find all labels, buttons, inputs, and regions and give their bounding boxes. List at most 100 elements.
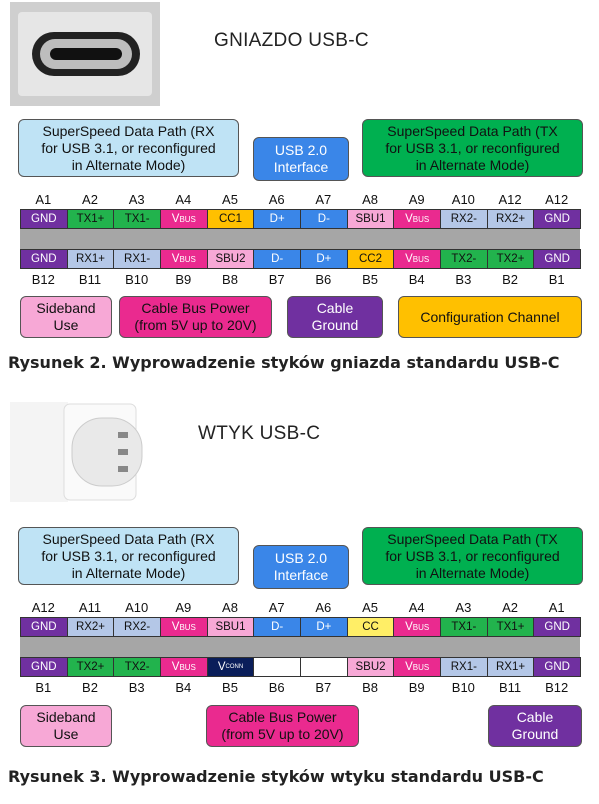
socket-bottom-signal-5: SBU2: [206, 249, 255, 269]
socket-center-bar: [20, 229, 580, 249]
plug-bottom-pin-b12: B12: [545, 680, 569, 695]
socket-top-pin-a3: A3: [128, 192, 145, 207]
plug-bottom-signal-3: TX2-: [113, 657, 161, 677]
plug-top-signal-1: GND: [20, 617, 68, 637]
socket-top-signal-5: CC1: [206, 209, 255, 229]
socket-bottom-signal-8: CC2: [346, 249, 395, 269]
plug-top-pin-a3: A3: [455, 600, 472, 615]
socket-tx-box: SuperSpeed Data Path (TX for USB 3.1, or…: [362, 119, 583, 177]
socket-top-signal-11: RX2+: [486, 209, 535, 229]
socket-top-signal-6: D+: [253, 209, 301, 229]
socket-bottom-signal-10: TX2-: [440, 249, 488, 269]
plug-caption: Rysunek 3. Wyprowadzenie styków wtyku st…: [8, 767, 544, 786]
socket-bottom-signal-1: GND: [20, 249, 68, 269]
plug-bottom-signal-6: [253, 657, 301, 677]
plug-bottom-pin-b11: B11: [498, 680, 522, 695]
plug-top-signal-12: GND: [533, 617, 582, 637]
plug-top-signal-11: TX1+: [486, 617, 535, 637]
plug-bottom-pin-b5: B5: [222, 680, 238, 695]
socket-top-pin-a6: A6: [268, 192, 285, 207]
socket-legend-config: Configuration Channel: [398, 296, 582, 338]
plug-rx-box: SuperSpeed Data Path (RX for USB 3.1, or…: [18, 527, 239, 585]
plug-bottom-pin-b3: B3: [128, 680, 145, 695]
socket-bottom-signal-2: RX1+: [66, 249, 115, 269]
plug-top-pin-a7: A7: [268, 600, 285, 615]
socket-top-pin-a4: A4: [175, 192, 192, 207]
socket-top-signal-2: TX1+: [66, 209, 115, 229]
socket-top-pin-a8: A8: [362, 192, 378, 207]
socket-top-pin-a10: A10: [451, 192, 475, 207]
plug-top-signal-7: D+: [300, 617, 348, 637]
socket-bottom-pin-b5: B5: [362, 272, 378, 287]
plug-bottom-signal-1: GND: [20, 657, 68, 677]
socket-top-pin-a7: A7: [315, 192, 332, 207]
plug-top-pin-a1: A1: [548, 600, 565, 615]
socket-top-pin-a1: A1: [35, 192, 52, 207]
socket-top-signal-10: RX2-: [440, 209, 488, 229]
plug-legend-ground: Cable Ground: [488, 705, 582, 747]
plug-top-signal-10: TX1-: [440, 617, 488, 637]
plug-top-pin-a9: A9: [175, 600, 192, 615]
plug-usb2-box: USB 2.0 Interface: [253, 545, 349, 589]
plug-top-pin-a6: A6: [315, 600, 332, 615]
plug-title: WTYK USB-C: [198, 423, 321, 444]
plug-legend-sideband: Sideband Use: [20, 705, 112, 747]
socket-top-signal-1: GND: [20, 209, 68, 229]
socket-title: GNIAZDO USB-C: [214, 30, 369, 51]
plug-top-signal-2: RX2+: [66, 617, 115, 637]
socket-bottom-pin-b11: B11: [78, 272, 102, 287]
plug-bottom-signal-10: RX1-: [440, 657, 488, 677]
socket-top-signal-12: GND: [533, 209, 582, 229]
plug-top-pin-a10: A10: [125, 600, 149, 615]
plug-top-signal-8: CC: [346, 617, 395, 637]
socket-usb2-box: USB 2.0 Interface: [253, 137, 349, 181]
socket-top-signal-7: D-: [300, 209, 348, 229]
socket-bottom-pin-b12: B12: [31, 272, 55, 287]
socket-caption: Rysunek 2. Wyprowadzenie styków gniazda …: [8, 353, 560, 372]
socket-bottom-signal-11: TX2+: [486, 249, 535, 269]
plug-bottom-signal-7: [300, 657, 348, 677]
socket-illustration: [10, 2, 160, 106]
socket-rx-box: SuperSpeed Data Path (RX for USB 3.1, or…: [18, 119, 239, 177]
plug-top-signal-6: D-: [253, 617, 301, 637]
plug-bottom-pin-b4: B4: [175, 680, 192, 695]
plug-bottom-signal-2: TX2+: [66, 657, 115, 677]
plug-top-signal-5: SBU1: [206, 617, 255, 637]
plug-top-pin-a5: A5: [362, 600, 378, 615]
socket-bottom-signal-3: RX1-: [113, 249, 161, 269]
plug-bottom-signal-8: SBU2: [346, 657, 395, 677]
plug-bottom-pin-b1: B1: [35, 680, 52, 695]
plug-center-bar: [20, 637, 580, 657]
plug-top-pin-a12: A12: [31, 600, 55, 615]
plug-top-signal-3: RX2-: [113, 617, 161, 637]
plug-bottom-pin-b8: B8: [362, 680, 378, 695]
socket-top-pin-a12: A12: [545, 192, 569, 207]
socket-legend-ground: Cable Ground: [287, 296, 383, 338]
socket-bottom-signal-12: GND: [533, 249, 582, 269]
plug-top-pin-a2: A2: [502, 600, 518, 615]
socket-top-signal-8: SBU1: [346, 209, 395, 229]
socket-bottom-pin-b3: B3: [455, 272, 472, 287]
socket-bottom-pin-b2: B2: [502, 272, 518, 287]
plug-top-pin-a8: A8: [222, 600, 238, 615]
plug-bottom-pin-b6: B6: [268, 680, 285, 695]
plug-top-pin-a11: A11: [78, 600, 102, 615]
plug-illustration: [10, 402, 160, 502]
socket-top-signal-3: TX1-: [113, 209, 161, 229]
plug-top-pin-a4: A4: [408, 600, 425, 615]
socket-bottom-pin-b1: B1: [548, 272, 565, 287]
socket-bottom-signal-7: D+: [300, 249, 348, 269]
plug-legend-power: Cable Bus Power (from 5V up to 20V): [206, 705, 359, 747]
socket-top-pin-a5: A5: [222, 192, 238, 207]
socket-bottom-pin-b6: B6: [315, 272, 332, 287]
socket-bottom-pin-b7: B7: [268, 272, 285, 287]
plug-bottom-signal-11: RX1+: [486, 657, 535, 677]
